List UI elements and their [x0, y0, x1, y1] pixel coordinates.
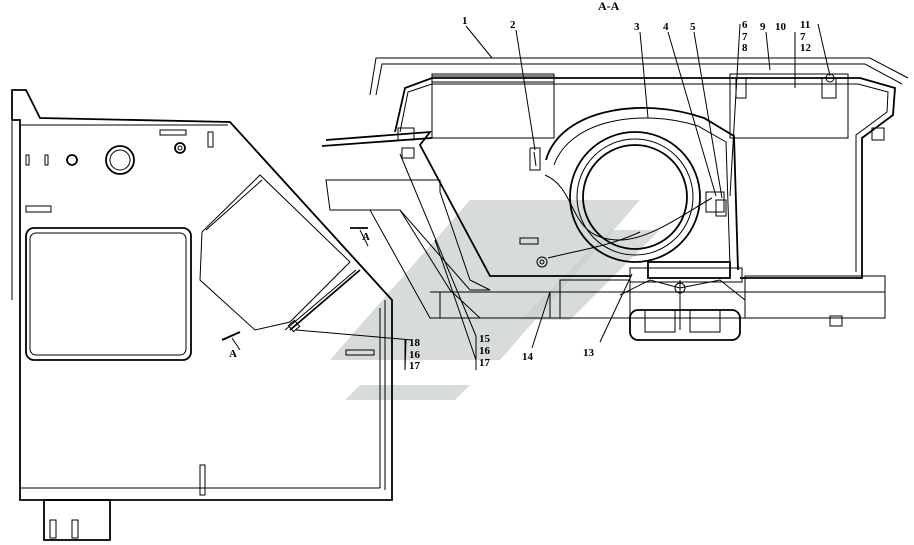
section-mark-a-lower	[221, 331, 241, 351]
callout-17-left: 17	[409, 360, 421, 372]
callout-2: 2	[510, 19, 516, 31]
leader-lines	[399, 23, 831, 371]
callout-1: 1	[462, 15, 468, 27]
callout-7-right: 7	[800, 31, 806, 43]
watermark-logo	[330, 200, 660, 400]
section-mark-label-lower: А	[229, 348, 237, 360]
callout-16-left: 16	[409, 349, 421, 361]
callout-13: 13	[583, 347, 595, 359]
callout-15: 15	[479, 333, 491, 345]
section-title: А-А	[598, 0, 620, 13]
callout-18: 18	[409, 337, 421, 349]
callout-12: 12	[800, 42, 812, 54]
callout-3: 3	[634, 21, 640, 33]
callout-5: 5	[690, 21, 696, 33]
callout-7-left: 7	[742, 31, 748, 43]
section-a-a	[321, 57, 909, 341]
callout-4: 4	[663, 21, 669, 33]
callout-6: 6	[742, 19, 748, 31]
callout-14: 14	[522, 351, 534, 363]
callout-16-right: 16	[479, 345, 491, 357]
callout-8: 8	[742, 42, 748, 54]
callout-10: 10	[775, 21, 787, 33]
cab-side-view	[11, 89, 413, 541]
callout-11: 11	[800, 19, 810, 31]
section-mark-a-upper	[350, 227, 369, 247]
callout-9: 9	[760, 21, 766, 33]
callout-17-right: 17	[479, 357, 491, 369]
section-mark-label-upper: А	[362, 231, 370, 243]
